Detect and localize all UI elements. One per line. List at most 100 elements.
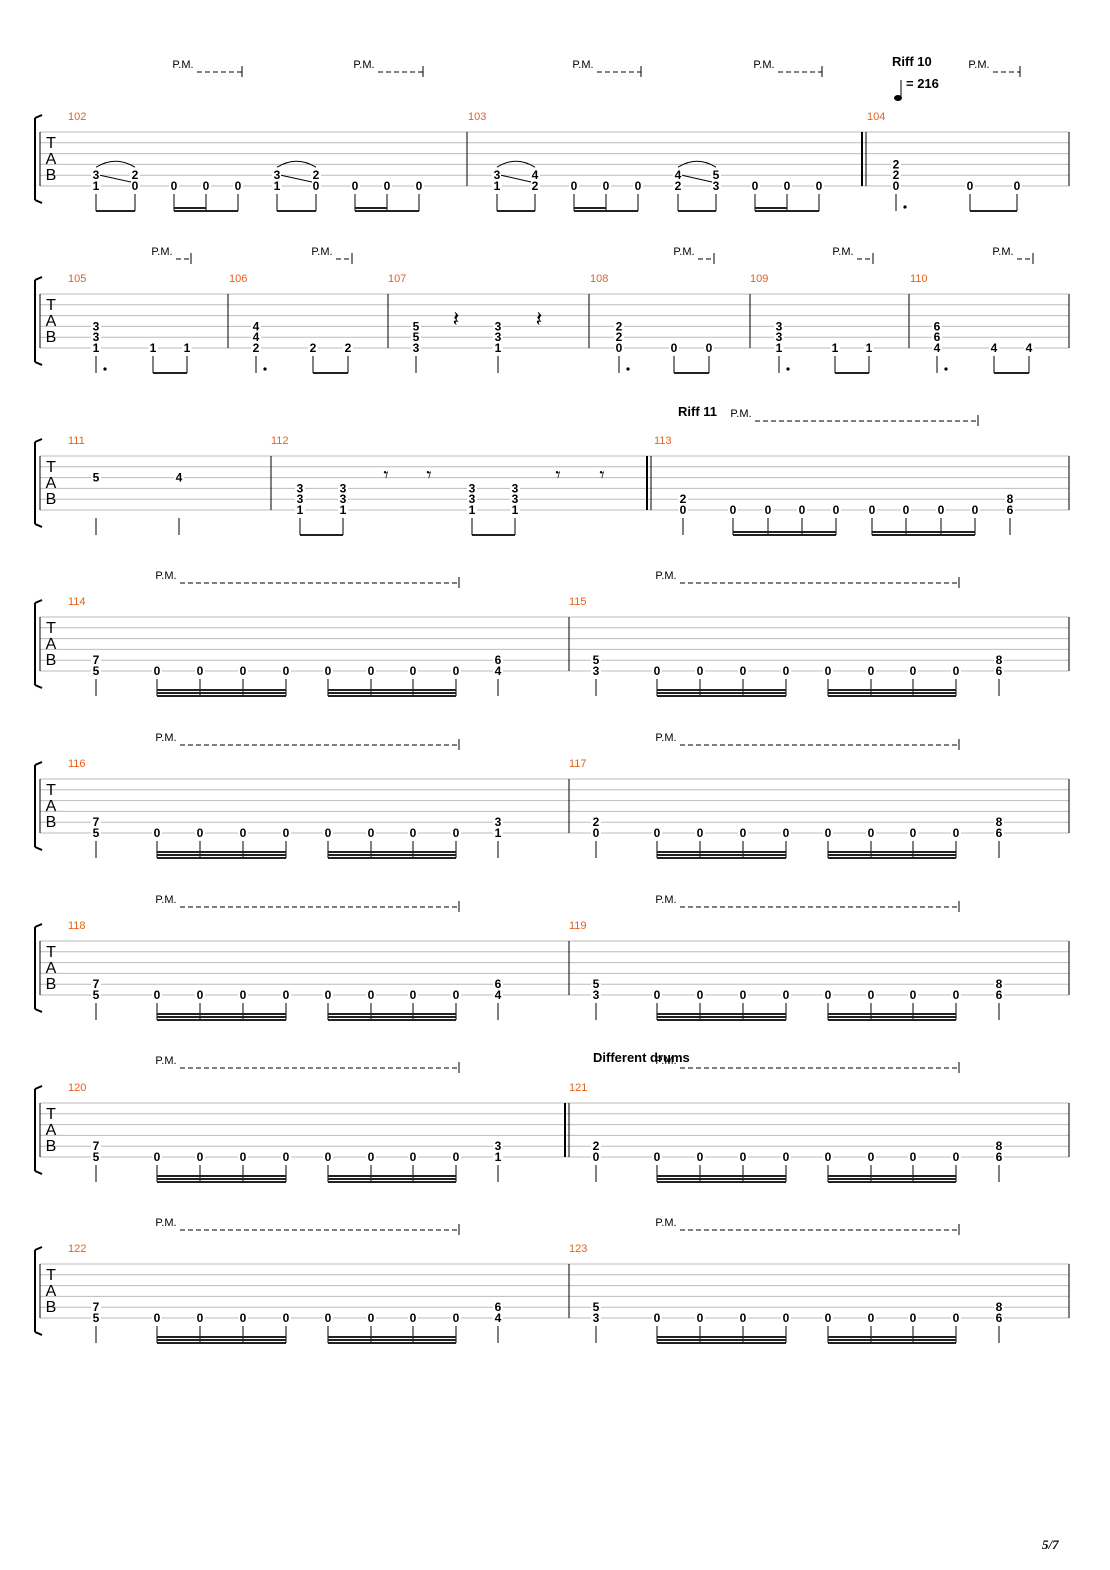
fret-bg bbox=[704, 342, 714, 353]
fret-bg bbox=[148, 342, 158, 353]
fret-bg bbox=[814, 180, 824, 191]
measure-number: 106 bbox=[229, 273, 247, 285]
fret-bg bbox=[295, 482, 305, 494]
fret-bg bbox=[366, 989, 376, 1000]
fret-number: 0 bbox=[697, 826, 704, 840]
beam bbox=[733, 534, 836, 536]
fret-bg bbox=[951, 1312, 961, 1323]
tab-clef-letter: B bbox=[46, 491, 57, 508]
fret-bg bbox=[493, 331, 503, 343]
measure-number: 118 bbox=[68, 920, 86, 932]
fret-number: 6 bbox=[996, 826, 1003, 840]
fret-number: 3 bbox=[413, 341, 420, 355]
fret-bg bbox=[951, 665, 961, 676]
fret-bg bbox=[669, 342, 679, 353]
measure-number: 102 bbox=[68, 111, 86, 123]
fret-number: 0 bbox=[868, 988, 875, 1002]
fret-bg bbox=[451, 1312, 461, 1323]
fret-number: 1 bbox=[150, 341, 157, 355]
beam bbox=[328, 695, 456, 697]
fret-bg bbox=[932, 331, 942, 343]
fret-bg bbox=[738, 1151, 748, 1162]
fret-number: 0 bbox=[910, 826, 917, 840]
fret-bg bbox=[591, 1151, 601, 1162]
eighth-rest: 𝄾 bbox=[426, 465, 431, 487]
augmentation-dot bbox=[786, 367, 790, 371]
system-bracket bbox=[34, 1246, 43, 1251]
fret-bg bbox=[323, 989, 333, 1000]
fret-number: 3 bbox=[274, 168, 281, 182]
beam bbox=[657, 1016, 786, 1018]
fret-bg bbox=[238, 1312, 248, 1323]
fret-number: 0 bbox=[453, 988, 460, 1002]
beam bbox=[657, 854, 786, 856]
beam bbox=[678, 210, 716, 212]
fret-number: 1 bbox=[93, 341, 100, 355]
fret-number: 1 bbox=[340, 503, 347, 517]
fret-bg bbox=[295, 504, 305, 515]
system-bracket bbox=[34, 438, 43, 443]
tab-clef-letter: T bbox=[46, 782, 56, 799]
fret-bg bbox=[366, 1312, 376, 1323]
fret-bg bbox=[451, 827, 461, 838]
beam bbox=[328, 689, 456, 691]
tab-clef-letter: B bbox=[46, 976, 57, 993]
fret-number: 4 bbox=[495, 664, 502, 678]
fret-number: 0 bbox=[283, 664, 290, 678]
beam bbox=[328, 692, 456, 694]
fret-number: 0 bbox=[325, 1150, 332, 1164]
fret-bg bbox=[408, 989, 418, 1000]
fret-number: 0 bbox=[730, 503, 737, 517]
system-bracket bbox=[34, 1170, 43, 1175]
fret-number: 3 bbox=[494, 168, 501, 182]
eighth-rest: 𝄾 bbox=[555, 465, 560, 487]
palm-mute-label: P.M. bbox=[151, 246, 172, 258]
fret-bg bbox=[673, 169, 683, 181]
tab-clef-letter: A bbox=[46, 960, 57, 977]
fret-number: 4 bbox=[1026, 341, 1033, 355]
fret-number: 0 bbox=[410, 1311, 417, 1325]
beam bbox=[657, 692, 786, 694]
fret-bg bbox=[91, 1140, 101, 1152]
fret-number: 1 bbox=[93, 179, 100, 193]
fret-bg bbox=[91, 180, 101, 191]
fret-bg bbox=[493, 827, 503, 838]
page-number: 5/7 bbox=[1042, 1537, 1059, 1552]
fret-bg bbox=[350, 180, 360, 191]
fret-bg bbox=[738, 1312, 748, 1323]
fret-bg bbox=[994, 816, 1004, 828]
fret-bg bbox=[994, 827, 1004, 838]
tab-clef-letter: B bbox=[46, 329, 57, 346]
augmentation-dot bbox=[103, 367, 107, 371]
fret-bg bbox=[601, 180, 611, 191]
measure-number: 110 bbox=[910, 273, 928, 285]
fret-number: 0 bbox=[154, 1150, 161, 1164]
fret-number: 0 bbox=[154, 664, 161, 678]
fret-number: 2 bbox=[310, 341, 317, 355]
fret-number: 0 bbox=[453, 664, 460, 678]
fret-number: 8 bbox=[996, 977, 1003, 991]
beam bbox=[657, 1175, 786, 1177]
fret-bg bbox=[238, 665, 248, 676]
fret-number: 0 bbox=[1014, 179, 1021, 193]
fret-bg bbox=[272, 180, 282, 191]
fret-number: 0 bbox=[869, 503, 876, 517]
fret-bg bbox=[711, 169, 721, 181]
fret-number: 2 bbox=[253, 341, 260, 355]
fret-number: 0 bbox=[368, 1311, 375, 1325]
fret-number: 0 bbox=[571, 179, 578, 193]
fret-number: 8 bbox=[996, 1300, 1003, 1314]
fret-bg bbox=[238, 989, 248, 1000]
fret-number: 2 bbox=[532, 179, 539, 193]
fret-number: 6 bbox=[996, 664, 1003, 678]
fret-bg bbox=[182, 342, 192, 353]
fret-bg bbox=[451, 1151, 461, 1162]
beam bbox=[206, 210, 238, 212]
beam bbox=[174, 210, 206, 212]
fret-bg bbox=[774, 342, 784, 353]
fret-bg bbox=[323, 827, 333, 838]
fret-number: 0 bbox=[325, 664, 332, 678]
fret-bg bbox=[823, 1151, 833, 1162]
beam bbox=[970, 210, 1017, 212]
tab-clef-letter: A bbox=[46, 1283, 57, 1300]
